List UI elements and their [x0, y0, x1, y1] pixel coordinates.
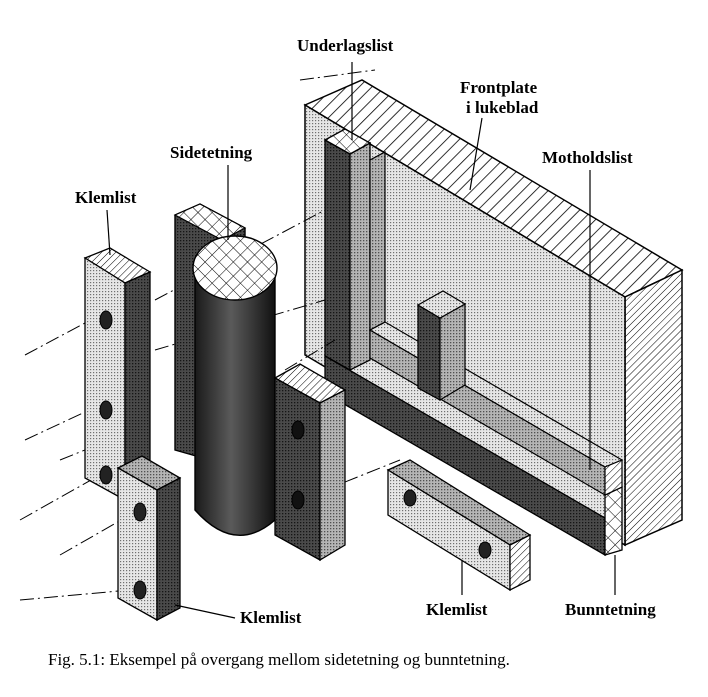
klemlist-middle [273, 363, 347, 562]
label-sidetetning: Sidetetning [170, 143, 253, 162]
label-motholdslist: Motholdslist [542, 148, 633, 167]
klemlist-bottom-left [116, 455, 182, 622]
klemlist-bottom-mid [386, 459, 532, 592]
label-bunntetning: Bunntetning [565, 600, 656, 619]
figure-caption: Fig. 5.1: Eksempel på overgang mellom si… [48, 650, 510, 669]
leader-lines [106, 62, 616, 619]
underlagslist-body [323, 128, 623, 557]
label-frontplate-line2: i lukeblad [466, 98, 539, 117]
sidetetning-body [173, 203, 278, 536]
klemlist-top-left [83, 247, 152, 502]
label-klemlist-bottom-left: Klemlist [240, 608, 302, 627]
label-underlagslist: Underlagslist [297, 36, 394, 55]
label-klemlist-bottom-mid: Klemlist [426, 600, 488, 619]
label-klemlist-top: Klemlist [75, 188, 137, 207]
stopper-block [416, 290, 467, 402]
label-frontplate-line1: Frontplate [460, 78, 538, 97]
